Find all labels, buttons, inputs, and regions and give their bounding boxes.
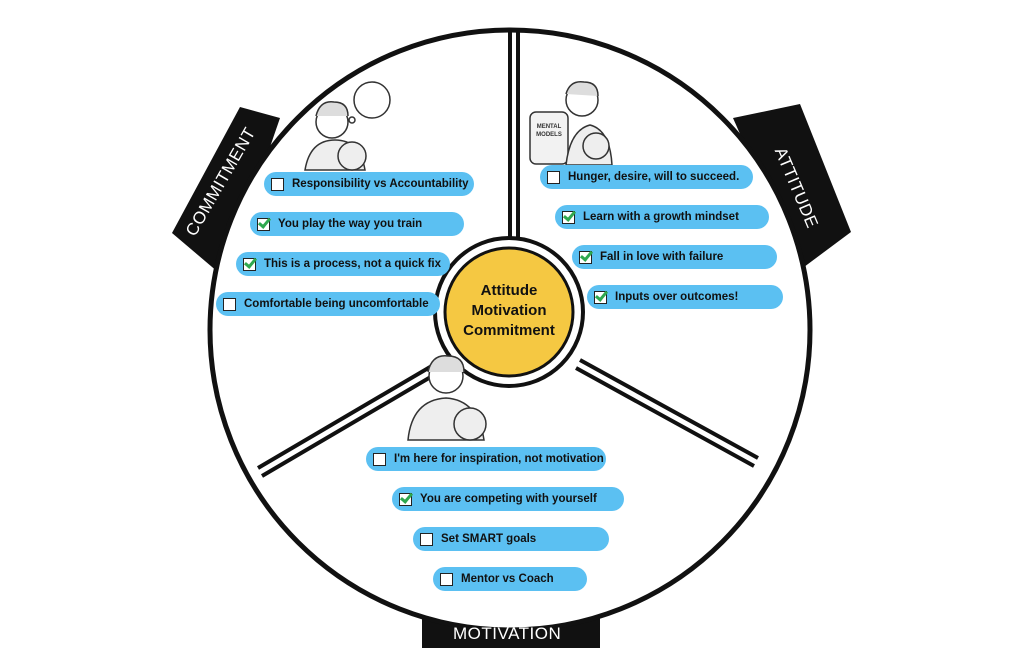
commitment-tab <box>172 107 280 278</box>
checkbox[interactable] <box>223 297 236 311</box>
commitment-item-1: Responsibility vs Accountability <box>264 172 474 196</box>
motivation-item-3: Set SMART goals <box>413 527 609 551</box>
spoke-left <box>256 358 448 478</box>
checkbox[interactable] <box>373 452 386 466</box>
item-label: Mentor vs Coach <box>461 573 554 585</box>
attitude-item-1: Hunger, desire, will to succeed. <box>540 165 753 189</box>
attitude-tab <box>733 104 851 270</box>
commitment-item-3: This is a process, not a quick fix <box>236 252 450 276</box>
attitude-item-2: Learn with a growth mindset <box>555 205 769 229</box>
commitment-item-2: You play the way you train <box>250 212 464 236</box>
checkbox[interactable] <box>243 257 256 271</box>
checkbox[interactable] <box>271 177 284 191</box>
attitude-boy-illustration <box>529 81 613 166</box>
item-label: Responsibility vs Accountability <box>292 178 469 190</box>
item-label: This is a process, not a quick fix <box>264 258 442 270</box>
item-label: Hunger, desire, will to succeed. <box>568 171 740 183</box>
motivation-item-1: I'm here for inspiration, not motivation <box>366 447 606 471</box>
item-label: I'm here for inspiration, not motivation <box>394 453 604 465</box>
checkbox[interactable] <box>594 290 607 304</box>
checkbox[interactable] <box>420 532 433 546</box>
item-label: You are competing with yourself <box>420 493 597 505</box>
spoke-top <box>508 30 520 248</box>
attitude-item-4: Inputs over outcomes! <box>587 285 783 309</box>
item-label: Learn with a growth mindset <box>583 211 739 223</box>
hub-title: Attitude Motivation Commitment <box>449 281 569 341</box>
attitude-item-3: Fall in love with failure <box>572 245 777 269</box>
item-label: Inputs over outcomes! <box>615 291 739 303</box>
commitment-item-4: Comfortable being uncomfortable <box>216 292 440 316</box>
hub-line-motivation: Motivation <box>471 302 547 319</box>
thought-bubble-icon <box>353 81 391 119</box>
item-label: Comfortable being uncomfortable <box>244 298 429 310</box>
checkbox[interactable] <box>399 492 412 506</box>
item-label: You play the way you train <box>278 218 423 230</box>
commitment-boy-illustration <box>304 81 391 171</box>
checkbox[interactable] <box>562 210 575 224</box>
checkbox[interactable] <box>257 217 270 231</box>
hub-line-commitment: Commitment <box>463 322 555 339</box>
checkbox[interactable] <box>547 170 560 184</box>
item-label: Set SMART goals <box>441 533 537 545</box>
spoke-right <box>575 358 759 468</box>
motivation-item-2: You are competing with yourself <box>392 487 624 511</box>
hub-line-attitude: Attitude <box>480 282 538 299</box>
hub-center <box>443 246 575 378</box>
motivation-boy-illustration <box>407 355 487 441</box>
motivation-item-4: Mentor vs Coach <box>433 567 587 591</box>
checkbox[interactable] <box>440 572 453 586</box>
item-label: Fall in love with failure <box>600 251 724 263</box>
checkbox[interactable] <box>579 250 592 264</box>
motivation-label: MOTIVATION <box>453 624 562 643</box>
